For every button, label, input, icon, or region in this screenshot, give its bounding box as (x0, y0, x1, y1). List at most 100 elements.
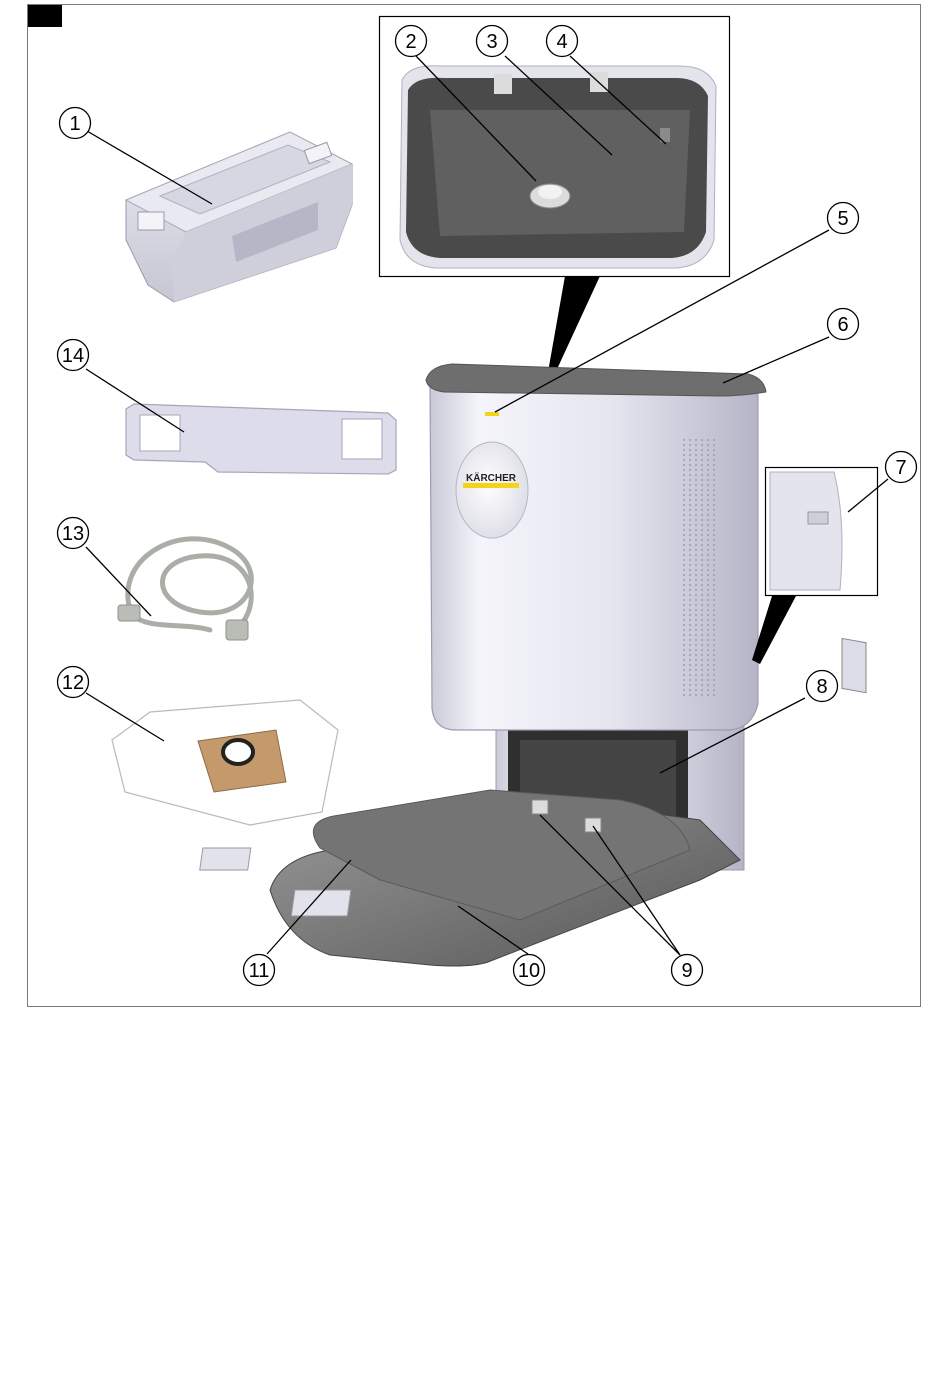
callout-2: 2 (396, 26, 427, 57)
vent-hole (683, 459, 685, 461)
vent-hole (707, 474, 709, 476)
vent-hole (701, 654, 703, 656)
vent-hole (701, 459, 703, 461)
vent-hole (707, 634, 709, 636)
vent-hole (713, 624, 715, 626)
vent-hole (695, 629, 697, 631)
vent-hole (689, 649, 691, 651)
vent-hole (713, 484, 715, 486)
brand-logo: KÄRCHER (466, 471, 517, 484)
vent-hole (695, 689, 697, 691)
vent-hole (713, 604, 715, 606)
vent-hole (701, 479, 703, 481)
vent-hole (701, 664, 703, 666)
vent-hole (683, 499, 685, 501)
vent-hole (701, 474, 703, 476)
vent-hole (701, 489, 703, 491)
vent-hole (695, 474, 697, 476)
vent-hole (713, 439, 715, 441)
vent-hole (695, 624, 697, 626)
vent-hole (683, 634, 685, 636)
vent-hole (695, 604, 697, 606)
vent-hole (683, 649, 685, 651)
vent-hole (695, 464, 697, 466)
vent-hole (695, 529, 697, 531)
vent-hole (689, 459, 691, 461)
svg-text:4: 4 (556, 31, 567, 53)
vent-hole (713, 549, 715, 551)
vent-hole (689, 614, 691, 616)
vent-hole (689, 569, 691, 571)
vent-hole (713, 509, 715, 511)
vent-hole (701, 534, 703, 536)
vent-hole (683, 629, 685, 631)
vent-hole (707, 604, 709, 606)
vent-hole (689, 579, 691, 581)
vent-hole (713, 559, 715, 561)
vent-hole (701, 544, 703, 546)
vent-hole (707, 484, 709, 486)
vent-hole (707, 594, 709, 596)
vent-hole (689, 549, 691, 551)
vent-hole (689, 624, 691, 626)
callout-12: 12 (58, 667, 89, 698)
vent-hole (689, 659, 691, 661)
vent-hole (707, 549, 709, 551)
vent-hole (695, 614, 697, 616)
vent-hole (707, 469, 709, 471)
vent-hole (701, 509, 703, 511)
vent-hole (713, 689, 715, 691)
vent-hole (695, 534, 697, 536)
vent-hole (707, 569, 709, 571)
vent-hole (701, 589, 703, 591)
vent-hole (707, 479, 709, 481)
inset-container-view (380, 17, 730, 277)
vent-hole (707, 639, 709, 641)
vent-hole (707, 494, 709, 496)
vent-hole (713, 639, 715, 641)
vent-hole (683, 524, 685, 526)
vent-hole (713, 564, 715, 566)
vent-hole (695, 519, 697, 521)
vent-hole (713, 644, 715, 646)
vent-hole (689, 454, 691, 456)
vent-hole (695, 594, 697, 596)
vent-hole (707, 559, 709, 561)
vent-hole (713, 444, 715, 446)
vent-hole (707, 579, 709, 581)
vent-hole (689, 684, 691, 686)
vent-hole (689, 644, 691, 646)
vent-hole (701, 624, 703, 626)
vent-hole (707, 504, 709, 506)
vent-hole (695, 479, 697, 481)
vent-hole (713, 494, 715, 496)
vent-hole (701, 669, 703, 671)
vent-hole (713, 544, 715, 546)
vent-hole (701, 444, 703, 446)
vent-hole (707, 514, 709, 516)
vent-hole (689, 604, 691, 606)
vent-hole (695, 439, 697, 441)
vent-hole (695, 619, 697, 621)
figure-marker (28, 5, 62, 27)
vent-hole (701, 679, 703, 681)
vent-hole (689, 619, 691, 621)
vent-hole (707, 509, 709, 511)
inset-pointer (548, 276, 600, 380)
vent-hole (701, 584, 703, 586)
vent-hole (713, 489, 715, 491)
vent-hole (707, 454, 709, 456)
callout-10: 10 (514, 955, 545, 986)
vent-hole (695, 509, 697, 511)
vent-hole (707, 659, 709, 661)
callout-8: 8 (807, 671, 838, 702)
water-tank-icon (126, 132, 352, 302)
vent-hole (713, 474, 715, 476)
vent-hole (701, 649, 703, 651)
vent-hole (701, 689, 703, 691)
vent-hole (695, 679, 697, 681)
vent-hole (701, 644, 703, 646)
vent-hole (713, 539, 715, 541)
vent-hole (713, 599, 715, 601)
vent-hole (683, 469, 685, 471)
